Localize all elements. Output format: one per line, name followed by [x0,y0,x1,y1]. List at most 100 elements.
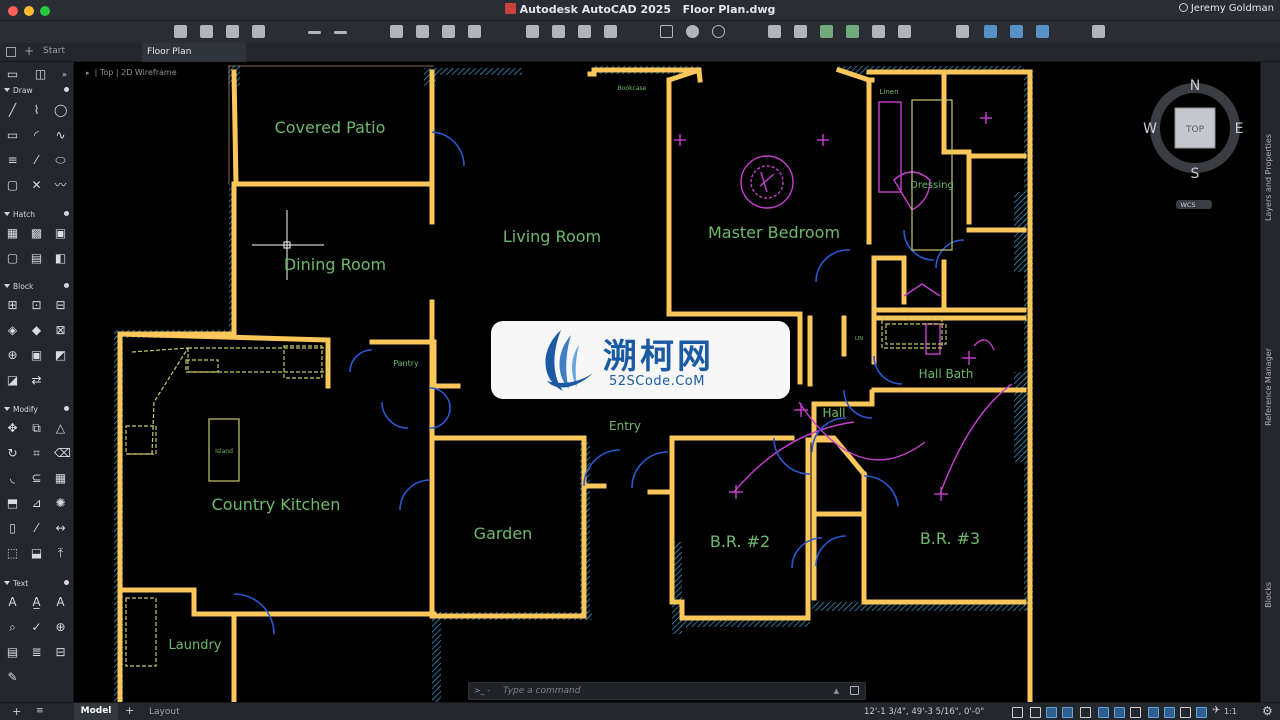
tool-palettes-icon[interactable] [846,25,859,38]
fillet-icon[interactable]: ◟ [10,471,15,485]
block-tag-icon[interactable]: ◆ [31,323,42,337]
single-line-text-icon[interactable]: A̲ [32,595,41,609]
new-tab-icon[interactable]: + [24,44,35,58]
spell-check-icon[interactable]: ✓ [31,620,42,634]
tab-start[interactable]: Start [43,46,65,56]
trim-icon[interactable]: ⌗ [33,446,40,460]
tab-layout[interactable]: Layout [149,707,180,717]
gradient-icon[interactable]: ▩ [30,226,43,240]
properties-icon[interactable] [768,25,781,38]
publish-icon[interactable] [442,25,455,38]
annotation-scale-icon[interactable]: ✈ [1212,705,1221,716]
calculator-icon[interactable] [898,25,911,38]
spline-icon[interactable]: ∿ [55,128,66,142]
palette-section-hatch[interactable]: Hatch [4,210,35,219]
lengthen-icon[interactable]: ⬓ [30,546,43,560]
command-history-icon[interactable]: ▲ [833,687,839,695]
chamfer-icon[interactable]: ⬚ [6,546,19,560]
ellipse-icon[interactable]: ⬭ [55,153,66,167]
block-editor-icon[interactable]: ⊟ [55,298,66,312]
sheet-set-icon[interactable] [526,25,539,38]
fill-icon[interactable]: ◧ [54,251,67,265]
join-icon[interactable]: ↔ [55,521,66,535]
palette-pin-icon[interactable]: ◫ [34,67,47,81]
palette-section-text[interactable]: Text [4,579,28,588]
text-style-icon[interactable]: A [56,595,65,609]
base-point-icon[interactable]: ▣ [30,348,43,362]
wipeout-icon[interactable]: ▢ [6,251,19,265]
compass-south[interactable]: S [1191,166,1200,182]
match-properties-icon[interactable] [794,25,807,38]
design-center-icon[interactable] [820,25,833,38]
save-as-icon[interactable] [252,25,265,38]
rotate-icon[interactable]: ↻ [7,446,18,460]
side-tab-blocks[interactable]: Blocks [1264,582,1273,608]
side-tab-layers[interactable]: Layers and Properties [1264,134,1273,222]
tabs-grid-icon[interactable] [6,47,16,57]
compare-icon[interactable] [1036,25,1049,38]
offset-icon[interactable]: ⊆ [31,471,42,485]
selection-cycling-icon[interactable] [1148,707,1159,718]
layout-list-icon[interactable]: ≡ [36,706,44,716]
ortho-icon[interactable] [1046,707,1057,718]
block-palette-icon[interactable]: ◪ [6,373,19,387]
compass-west[interactable]: W [1143,121,1157,137]
view-top[interactable]: Top [99,68,114,77]
annotation-visibility-icon[interactable] [1164,707,1175,718]
write-block-icon[interactable]: ⊕ [7,348,18,362]
section-options-icon[interactable] [64,283,69,288]
copy-icon[interactable]: ⧉ [32,421,41,435]
viewcube[interactable]: TOP N S E W WCS [1143,78,1243,209]
define-attribute-icon[interactable]: ◈ [7,323,18,337]
multiline-text-icon[interactable]: A [8,595,17,609]
send-icon[interactable] [984,25,997,38]
cloud-icon[interactable] [1010,25,1023,38]
section-options-icon[interactable] [64,406,69,411]
otrack-icon[interactable] [1114,707,1125,718]
revcloud-icon[interactable]: 〰 [54,178,67,192]
snap-icon[interactable] [1030,707,1041,718]
markup-icon[interactable] [872,25,885,38]
undo-icon[interactable] [308,31,321,34]
insert-block-icon[interactable]: ⊞ [7,298,18,312]
dynamic-ucs-icon[interactable] [1196,707,1207,718]
user-account[interactable]: Jeremy Goldman [1178,3,1274,14]
circle-icon[interactable]: ◯ [54,103,68,117]
tab-model[interactable]: Model [74,703,118,720]
compass-east[interactable]: E [1235,121,1244,137]
annotation-scale[interactable]: 1:1 [1224,707,1237,716]
open-file-icon[interactable] [200,25,213,38]
zoom-window-icon[interactable] [660,25,673,38]
plot-icon[interactable] [390,25,403,38]
explode-icon[interactable]: ✺ [55,496,66,510]
compass-north[interactable]: N [1190,78,1200,94]
hatch-icon[interactable]: ▦ [6,226,19,240]
auto-scale-icon[interactable] [1180,707,1191,718]
add-icon[interactable]: + [12,705,22,718]
edit-attributes-icon[interactable]: ◩ [54,348,67,362]
palette-expand-icon[interactable]: » [62,70,67,79]
zoom-window-button[interactable] [40,6,50,16]
image-icon[interactable]: ▤ [30,251,43,265]
osnap-icon[interactable] [1098,707,1109,718]
redo-icon[interactable] [334,31,347,34]
settings-gear-icon[interactable]: ⚙ [1262,704,1273,718]
manage-attributes-icon[interactable]: ⊠ [55,323,66,337]
viewcube-top-face[interactable] [1174,107,1216,149]
transparency-icon[interactable] [1130,707,1141,718]
xref-icon[interactable] [578,25,591,38]
close-window-button[interactable] [8,6,18,16]
align-icon[interactable]: ▯ [9,521,16,535]
polyline-icon[interactable]: ⌇ [33,103,40,117]
justify-text-icon[interactable]: ≣ [31,645,42,659]
grid-icon[interactable] [1012,707,1023,718]
field-icon[interactable]: ⊟ [55,645,66,659]
orbit-icon[interactable] [712,25,725,38]
new-file-icon[interactable] [174,25,187,38]
lineweight-icon[interactable] [1080,707,1091,718]
viewport-controls[interactable]: ▸ | Top | 2D Wireframe [86,68,177,77]
create-block-icon[interactable]: ⊡ [31,298,42,312]
break-icon[interactable]: ⁄ [35,521,38,535]
pan-hand-icon[interactable] [686,25,699,38]
region-icon[interactable]: ▢ [6,178,19,192]
